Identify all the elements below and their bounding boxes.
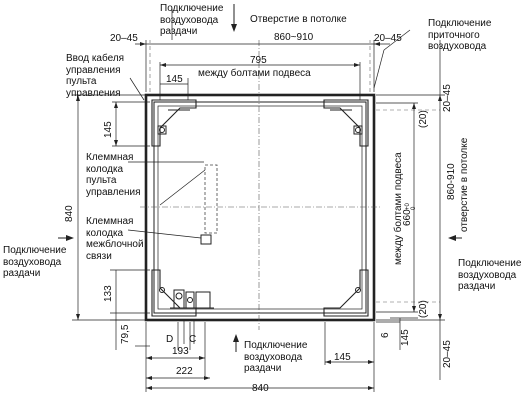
dim-bottom-193: 193 <box>172 346 189 357</box>
label-interunit-terminal: Клеммная колодка межблочной связи <box>86 216 144 262</box>
label-duct-right: Подключение воздуховода раздачи <box>458 258 522 292</box>
label-ceiling-opening-top: Отверстие в потолке <box>250 14 347 25</box>
arrowheads <box>76 42 442 390</box>
dim-left-79-5: 79,5 <box>120 324 131 344</box>
centre-lines <box>140 40 380 330</box>
dim-bottom-222: 222 <box>176 366 193 377</box>
dim-bottom-840: 840 <box>252 383 269 394</box>
unit-inner-frame <box>153 101 367 314</box>
hidden-lines <box>149 40 440 303</box>
label-remote-terminal: Клеммная колодка пульта управления <box>86 152 141 198</box>
dim-right-20-bottom: (20) <box>418 300 429 318</box>
label-cable-entry: Ввод кабеля управления пульта управления <box>66 53 125 99</box>
dim-right-top-gap: 20–45 <box>442 84 453 112</box>
dim-top-right-gap: 20–45 <box>374 33 402 44</box>
dim-right-860-910: 860-910 <box>446 163 457 200</box>
unit-outer-frame <box>144 93 376 322</box>
flow-arrowheads <box>66 24 456 342</box>
dim-top-145: 145 <box>166 74 183 85</box>
dim-left-840: 840 <box>64 205 75 222</box>
pipe-label-d: D <box>166 334 174 345</box>
corner-brackets <box>151 99 369 317</box>
dim-right-660-tolerance: +0 0 <box>405 203 417 210</box>
terminal-blocks <box>204 164 218 234</box>
dim-right-660: 660 <box>402 209 413 226</box>
interunit-terminal-box <box>200 234 212 245</box>
label-fresh-air: Подключение приточного воздуховода <box>428 18 492 52</box>
dim-left-133: 133 <box>103 285 114 302</box>
dim-right-6: 6 <box>380 332 391 338</box>
label-duct-left: Подключение воздуховода раздачи <box>3 245 67 279</box>
dim-bottom-145: 145 <box>334 352 351 363</box>
panel-frame <box>157 105 363 310</box>
dim-top-opening: 860~910 <box>274 32 314 43</box>
dim-top-bolts: 795 <box>250 55 267 66</box>
hanging-bolts <box>157 125 363 293</box>
dim-right-145: 145 <box>400 329 411 346</box>
label-between-bolts-top: между болтами подвеса <box>198 68 311 79</box>
pipe-label-c: C <box>189 334 197 345</box>
dim-right-bottom-gap: 20–45 <box>442 340 453 368</box>
leader-lines <box>127 9 411 344</box>
pipe-connections <box>170 289 214 309</box>
dim-top-left-gap: 20–45 <box>110 33 138 44</box>
label-duct-bottom: Подключение воздуховода раздачи <box>244 340 308 374</box>
dim-right-20-top: (20) <box>418 110 429 128</box>
label-duct-top: Подключение воздуховода раздачи <box>160 3 224 37</box>
label-ceiling-opening-right: отверстие в потолке <box>459 137 470 232</box>
dimension-lines <box>72 40 445 392</box>
dim-left-145: 145 <box>103 121 114 138</box>
